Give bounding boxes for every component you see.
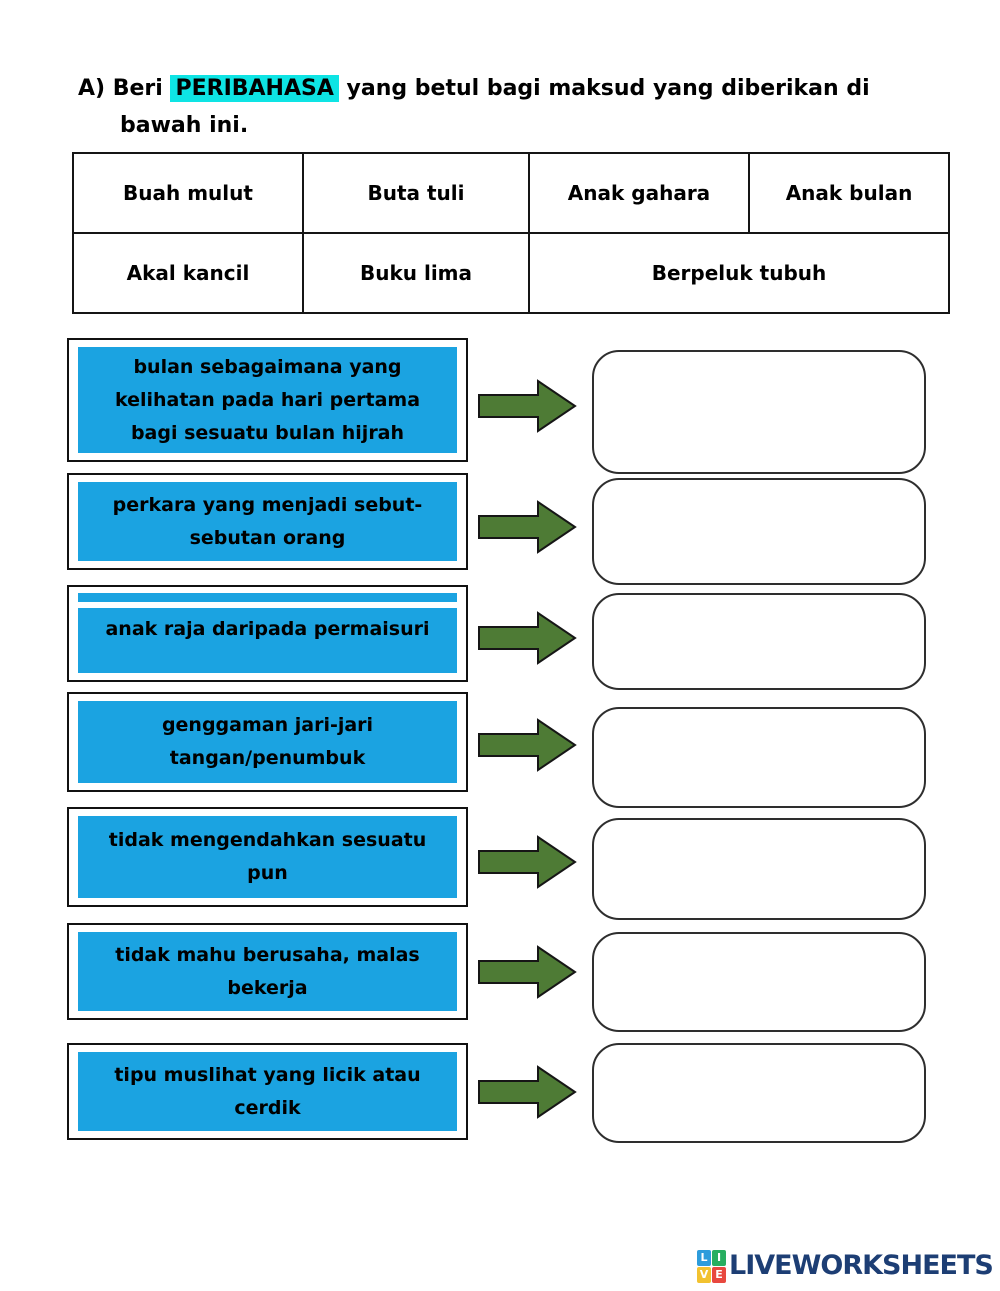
- definition-highlight: bulan sebagaimana yang kelihatan pada ha…: [78, 347, 457, 453]
- definition-box-4: genggaman jari-jari tangan/penumbuk: [67, 692, 468, 792]
- answer-box-1[interactable]: [592, 350, 926, 474]
- answer-box-7[interactable]: [592, 1043, 926, 1143]
- arrow-right-icon: [478, 611, 577, 665]
- logo-text: LIVEWORKSHEETS: [729, 1250, 994, 1281]
- definition-text: tidak mengendahkan sesuatu pun: [108, 829, 427, 884]
- word-bank-cell: Buku lima: [302, 232, 530, 314]
- word-bank-cell: Buta tuli: [302, 152, 530, 234]
- arrow-right-icon: [478, 945, 577, 999]
- liveworksheets-logo[interactable]: L I V E LIVEWORKSHEETS: [697, 1249, 994, 1283]
- arrow-right-icon: [478, 718, 577, 772]
- word-bank-cell: Akal kancil: [72, 232, 304, 314]
- definition-text: genggaman jari-jari tangan/penumbuk: [161, 714, 374, 769]
- answer-box-6[interactable]: [592, 932, 926, 1032]
- definition-text: bulan sebagaimana yang kelihatan pada ha…: [114, 355, 421, 444]
- definition-highlight: anak raja daripada permaisuri: [78, 608, 457, 673]
- definition-highlight: genggaman jari-jari tangan/penumbuk: [78, 701, 457, 783]
- definition-text: tidak mahu berusaha, malas bekerja: [115, 943, 420, 999]
- word-bank-table: Buah mulut Buta tuli Anak gahara Anak bu…: [72, 152, 950, 314]
- title-line-2: bawah ini.: [120, 113, 249, 138]
- decorative-strip: [78, 593, 457, 602]
- definition-text: perkara yang menjadi sebut- sebutan oran…: [112, 493, 423, 549]
- word-bank-cell: Anak gahara: [528, 152, 750, 234]
- page-title: A) Beri PERIBAHASA yang betul bagi maksu…: [78, 70, 918, 144]
- title-keyword-highlight: PERIBAHASA: [170, 75, 339, 102]
- word-bank-cell: Anak bulan: [748, 152, 950, 234]
- answer-box-3[interactable]: [592, 593, 926, 690]
- answer-box-4[interactable]: [592, 707, 926, 808]
- arrow-right-icon: [478, 835, 577, 889]
- definition-box-5: tidak mengendahkan sesuatu pun: [67, 807, 468, 907]
- definition-highlight: tidak mahu berusaha, malas bekerja: [78, 932, 457, 1011]
- arrow-right-icon: [478, 379, 577, 433]
- arrow-right-icon: [478, 500, 577, 554]
- definition-box-7: tipu muslihat yang licik atau cerdik: [67, 1043, 468, 1140]
- definition-box-3: anak raja daripada permaisuri: [67, 585, 468, 682]
- definition-highlight: tidak mengendahkan sesuatu pun: [78, 816, 457, 898]
- word-bank-cell: Buah mulut: [72, 152, 304, 234]
- definition-highlight: perkara yang menjadi sebut- sebutan oran…: [78, 482, 457, 561]
- definition-box-1: bulan sebagaimana yang kelihatan pada ha…: [67, 338, 468, 462]
- definition-text: tipu muslihat yang licik atau cerdik: [114, 1063, 421, 1119]
- definition-box-6: tidak mahu berusaha, malas bekerja: [67, 923, 468, 1020]
- answer-box-5[interactable]: [592, 818, 926, 920]
- word-bank-row-1: Buah mulut Buta tuli Anak gahara Anak bu…: [72, 152, 950, 234]
- logo-tile: L: [697, 1249, 711, 1266]
- definition-box-2: perkara yang menjadi sebut- sebutan oran…: [67, 473, 468, 570]
- title-suffix: yang betul bagi maksud yang diberikan di: [338, 76, 870, 101]
- liveworksheets-icon: L I V E: [697, 1249, 726, 1283]
- title-prefix: A) Beri: [78, 76, 171, 101]
- logo-tile: V: [697, 1266, 711, 1283]
- answer-box-2[interactable]: [592, 478, 926, 585]
- word-bank-row-2: Akal kancil Buku lima Berpeluk tubuh: [72, 232, 950, 314]
- logo-tile: I: [712, 1249, 726, 1266]
- word-bank-cell: Berpeluk tubuh: [528, 232, 950, 314]
- logo-tile: E: [712, 1266, 726, 1283]
- definition-text: anak raja daripada permaisuri: [105, 618, 430, 640]
- title-line-1: A) Beri PERIBAHASA yang betul bagi maksu…: [78, 70, 918, 107]
- definition-highlight: tipu muslihat yang licik atau cerdik: [78, 1052, 457, 1131]
- arrow-right-icon: [478, 1065, 577, 1119]
